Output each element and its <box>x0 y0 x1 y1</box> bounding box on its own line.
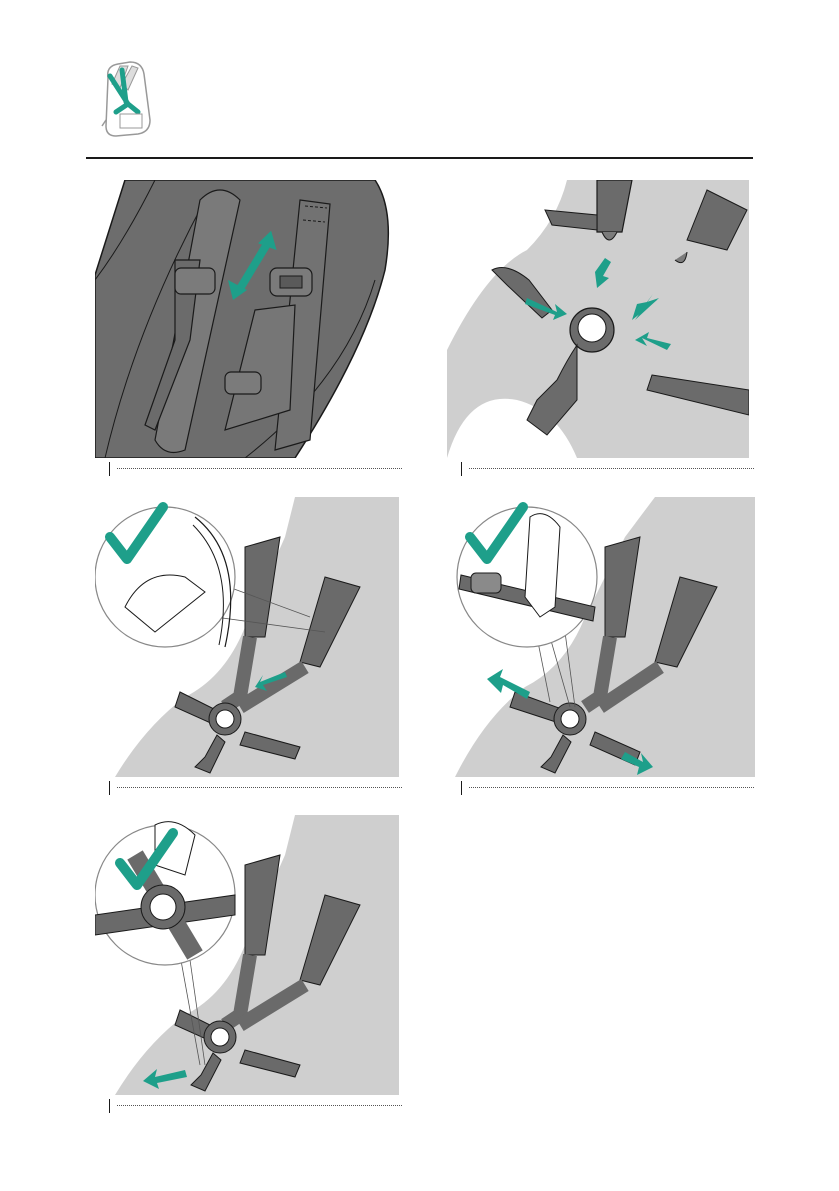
step-1-illustration <box>95 180 395 458</box>
step-1-divider <box>109 462 402 476</box>
header-seat-icon <box>98 60 160 138</box>
step-3-divider <box>109 781 402 795</box>
step-2-illustration <box>447 180 749 458</box>
step-3-illustration <box>95 497 399 777</box>
step-5-illustration <box>95 815 399 1095</box>
step-4-illustration <box>455 497 755 777</box>
step-5-divider <box>109 1099 402 1113</box>
step-2-divider <box>461 462 754 476</box>
step-4-divider <box>461 781 754 795</box>
header-rule <box>86 157 753 159</box>
